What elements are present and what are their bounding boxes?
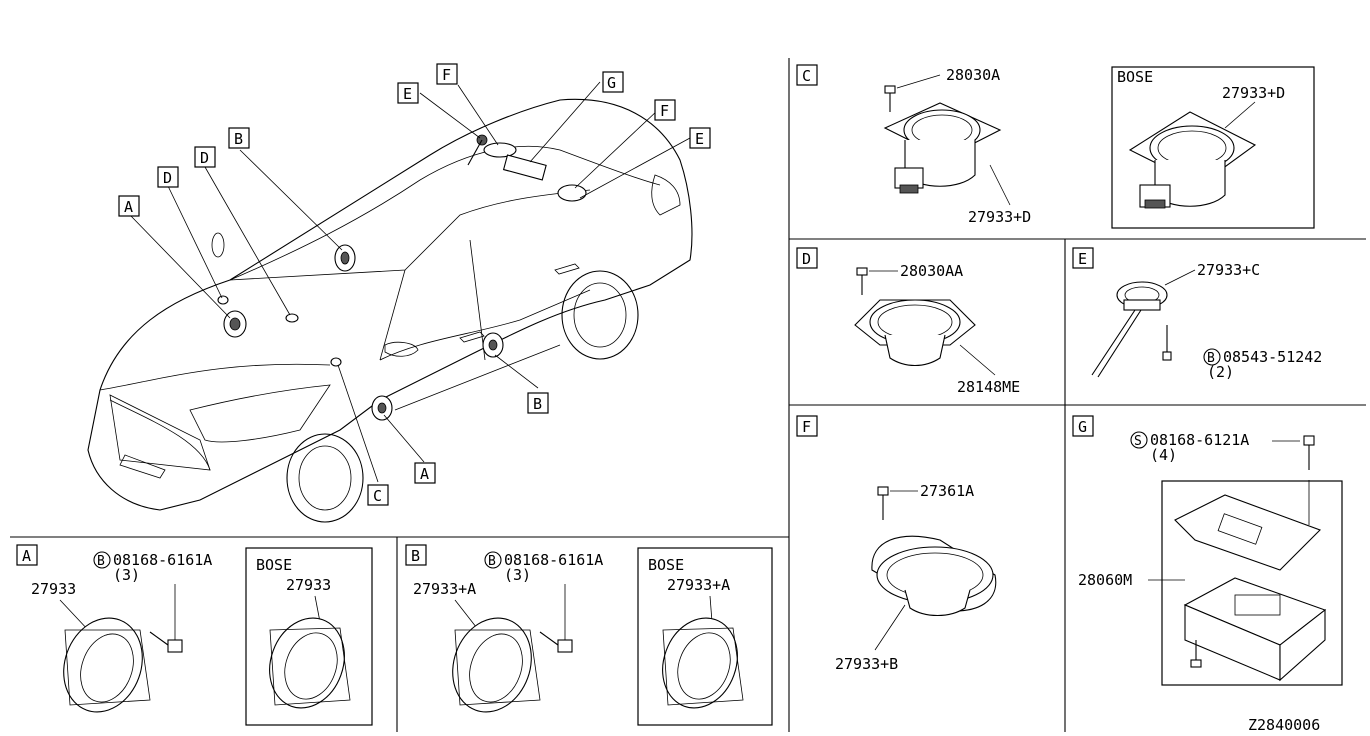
car-callout-b-front: B (228, 127, 250, 149)
part-number-bolt: 08543-51242 (1223, 348, 1322, 366)
callout-label: G (607, 74, 616, 92)
bolt-quantity: (2) (1207, 363, 1234, 381)
screw-mark: B (488, 554, 496, 569)
part-number-screw: 28030AA (900, 262, 963, 280)
car-callout-g: G (602, 71, 624, 93)
part-number-speaker: 27933 (31, 580, 76, 598)
callout-label: E (403, 85, 412, 103)
section-f: F 27361A 27933+B (796, 415, 997, 673)
callout-label: F (442, 66, 451, 84)
section-g: G S 08168-6121A (4) 28060M (1072, 415, 1343, 686)
screw-quantity: (3) (113, 566, 140, 584)
car-callout-f-rear: F (654, 99, 676, 121)
screw-mark: S (1134, 434, 1142, 449)
part-number-screw: 08168-6121A (1150, 431, 1249, 449)
callout-label: D (200, 149, 209, 167)
car-overview (87, 81, 693, 523)
car-callout-c-rear: C (367, 484, 389, 506)
callout-label: C (373, 487, 382, 505)
section-d: D 28030AA 28148ME (796, 247, 1020, 396)
diagram-id: Z2840006 (1248, 716, 1320, 734)
section-b: B B 08168-6161A (3) 27933+A BOSE 27933+A (405, 544, 773, 726)
car-callout-f-front: F (436, 63, 458, 85)
part-number-bose-speaker: 27933 (286, 576, 331, 594)
part-number-speaker: 27933+A (413, 580, 476, 598)
part-number-bose-speaker: 27933+A (667, 576, 730, 594)
car-callout-e-front: E (397, 82, 419, 104)
car-callout-c-front: D (157, 166, 179, 188)
screw-quantity: (4) (1150, 446, 1177, 464)
bose-label: BOSE (256, 556, 292, 574)
section-letter: C (802, 67, 811, 85)
screw-mark: B (97, 554, 105, 569)
callout-label: D (163, 169, 172, 187)
part-number-screw: 27361A (920, 482, 974, 500)
bolt-mark: B (1207, 351, 1215, 366)
part-number-amplifier: 28060M (1078, 571, 1132, 589)
callout-label: B (234, 130, 243, 148)
callout-label: B (533, 395, 542, 413)
car-callout-a-rear: A (414, 462, 436, 484)
part-number-speaker: 28148ME (957, 378, 1020, 396)
bose-label: BOSE (1117, 68, 1153, 86)
section-letter: D (802, 250, 811, 268)
part-number-bose-speaker: 27933+D (1222, 84, 1285, 102)
callout-label: A (124, 198, 133, 216)
panel-grid-lines (10, 58, 1366, 732)
part-number-speaker: 27933+B (835, 655, 898, 673)
section-a: A B 08168-6161A (3) 27933 BOSE 27933 (16, 544, 373, 726)
part-number-screw: 28030A (946, 66, 1000, 84)
bose-label: BOSE (648, 556, 684, 574)
car-callout-d: D (194, 146, 216, 168)
section-letter: E (1078, 250, 1087, 268)
section-letter: A (22, 547, 31, 565)
section-c: C 28030A 27933+D BOSE 27933+D (796, 64, 1315, 229)
car-callout-a-front: A (118, 195, 140, 217)
part-number-screw: 08168-6161A (113, 551, 212, 569)
section-letter: G (1078, 418, 1087, 436)
part-number-speaker: 27933+C (1197, 261, 1260, 279)
car-callout-e-rear: E (689, 127, 711, 149)
section-letter: F (802, 418, 811, 436)
section-e: E 27933+C B 08543-51242 (2) (1072, 247, 1322, 381)
callout-label: E (695, 130, 704, 148)
callout-label: F (660, 102, 669, 120)
section-letter: B (411, 547, 420, 565)
callout-label: A (420, 465, 429, 483)
car-callout-b-rear: B (527, 392, 549, 414)
part-number-speaker: 27933+D (968, 208, 1031, 226)
screw-quantity: (3) (504, 566, 531, 584)
part-number-screw: 08168-6161A (504, 551, 603, 569)
